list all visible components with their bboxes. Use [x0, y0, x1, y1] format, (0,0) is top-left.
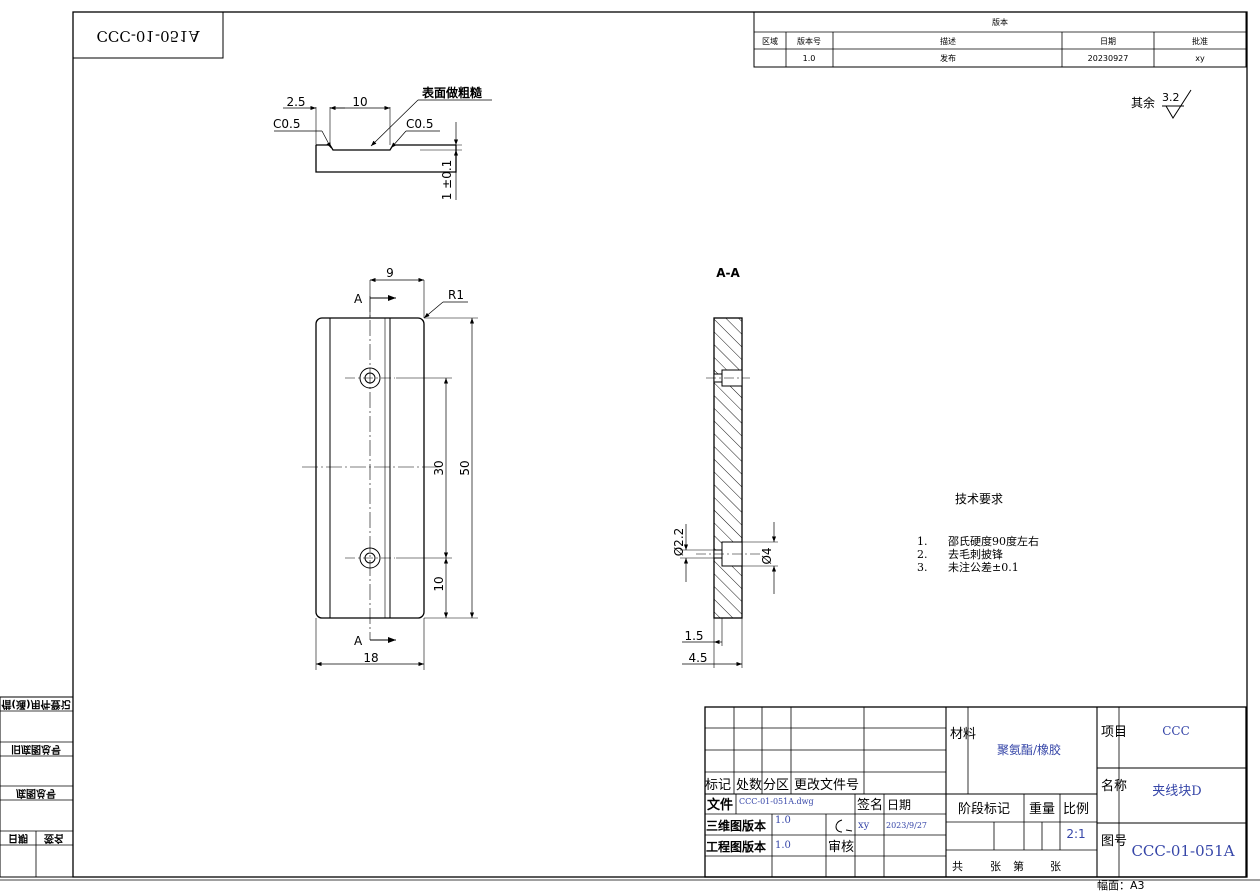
- sheet-label: 第: [1013, 859, 1024, 873]
- left-strip-labels: 借(通)用件登记 旧底图总号 底图总号 日期 签名: [0, 698, 70, 845]
- sheet-label: 张: [1050, 860, 1061, 873]
- drawing-border: [72, 11, 1248, 878]
- revision-header: 版本号: [797, 36, 821, 46]
- dim-label: 4.5: [688, 651, 707, 665]
- row-header: 处数: [736, 778, 762, 793]
- tech-item-num: 2.: [917, 548, 928, 561]
- date-label: 日期: [887, 798, 911, 812]
- drawing-version: 1.0: [775, 840, 791, 851]
- chamfer-label: C0.5: [406, 117, 433, 131]
- strip-label: 旧底图总号: [11, 743, 61, 756]
- strip-label: 签名: [43, 832, 64, 845]
- section-marker: A: [354, 634, 363, 648]
- title-block-text: 标记 处数 分区 更改文件号 文件 CCC-01-051A.dwg 签名 日期 …: [705, 724, 1235, 873]
- tech-title: 技术要求: [955, 492, 1003, 506]
- model-version-label: 三维图版本: [706, 818, 766, 833]
- row-header: 分区: [763, 778, 789, 793]
- scale-value: 2:1: [1066, 827, 1085, 841]
- mirrored-drawing-number: CCC-01-051A: [96, 27, 199, 45]
- revision-cell: xy: [1195, 54, 1205, 63]
- revision-header: 描述: [940, 36, 956, 46]
- revision-header: 区域: [762, 36, 778, 46]
- tech-item-num: 3.: [917, 561, 928, 574]
- dim-label: 9: [386, 266, 394, 280]
- tech-item-text: 去毛刺披锋: [948, 547, 1003, 561]
- name-label: 名称: [1101, 778, 1127, 794]
- radius-label: R1: [448, 288, 464, 302]
- surface-note: 表面做粗糙: [421, 85, 482, 100]
- dim-label: 10: [352, 95, 367, 109]
- project-label: 项目: [1101, 725, 1127, 740]
- top-view-labels: 2.5 10 表面做粗糙 C0.5 C0.5 1 ±0.1: [273, 85, 482, 200]
- section-title: A-A: [716, 266, 740, 280]
- mirrored-number-box: CCC-01-051A: [72, 11, 224, 59]
- front-view-labels: 9 R1 A A 30 50 10 18: [354, 266, 472, 665]
- section-marker: A: [354, 292, 363, 306]
- revision-table: 版本 区域 版本号 描述 日期 批准 1.0 发布 20230927 xy: [753, 11, 1247, 68]
- title-block: [704, 706, 1247, 878]
- part-name: 夹线块D: [1152, 784, 1201, 799]
- sheet-label: 张: [990, 860, 1001, 873]
- chamfer-label: C0.5: [273, 117, 300, 131]
- revision-header: 批准: [1192, 36, 1208, 46]
- tech-item-text: 邵氏硬度90度左右: [948, 534, 1039, 548]
- dim-label: 10: [432, 576, 446, 591]
- dim-label: Ø2.2: [672, 528, 686, 557]
- file-label: 文件: [707, 797, 733, 813]
- revision-cell: 20230927: [1088, 54, 1129, 63]
- strip-label: 底图总号: [16, 787, 56, 800]
- tech-item-text: 未注公差±0.1: [948, 560, 1019, 574]
- revision-cell: 发布: [940, 53, 956, 63]
- roughness-label: 其余: [1131, 95, 1155, 110]
- stage-label: 阶段标记: [958, 802, 1010, 817]
- strip-label: 日期: [8, 832, 28, 845]
- drawing-version-label: 工程图版本: [706, 839, 766, 854]
- designer: xy: [858, 820, 870, 831]
- drawing-no-label: 图号: [1101, 834, 1127, 849]
- project-value: CCC: [1162, 724, 1190, 738]
- dim-label: 18: [363, 651, 378, 665]
- dim-label: 30: [432, 460, 446, 475]
- top-view: [274, 99, 492, 200]
- front-view: [302, 277, 478, 670]
- row-header: 更改文件号: [794, 778, 859, 793]
- sheet-format: 幅面：A3: [1097, 879, 1145, 891]
- roughness-value: 3.2: [1162, 91, 1180, 104]
- section-view: [680, 317, 778, 668]
- strip-label: 借(通)用件登记: [0, 698, 70, 711]
- weight-label: 重量: [1029, 801, 1055, 817]
- dim-label: 50: [458, 460, 472, 475]
- tech-requirements: 技术要求 1. 邵氏硬度90度左右 2. 去毛刺披锋 3. 未注公差±0.1: [917, 492, 1039, 574]
- revision-cell: 1.0: [803, 54, 816, 63]
- file-name: CCC-01-051A.dwg: [739, 797, 814, 806]
- dim-label: 2.5: [286, 95, 305, 109]
- thickness-label: 1 ±0.1: [440, 160, 454, 201]
- tech-item-num: 1.: [917, 535, 928, 548]
- revision-title: 版本: [992, 17, 1008, 27]
- row-header: 标记: [705, 778, 731, 793]
- dim-label: Ø4: [760, 547, 774, 564]
- signature-mark: [835, 819, 853, 833]
- drawing-number: CCC-01-051A: [1131, 842, 1234, 860]
- model-version: 1.0: [775, 815, 791, 826]
- section-view-labels: A-A Ø2.2 Ø4 1.5 4.5: [672, 266, 774, 665]
- sheet-label: 共: [952, 860, 963, 873]
- material-value: 聚氨酯/橡胶: [997, 742, 1061, 757]
- design-date: 2023/9/27: [886, 821, 927, 830]
- review-label: 审核: [828, 840, 854, 855]
- sign-label: 签名: [857, 797, 883, 813]
- roughness-symbol: 其余 3.2: [1131, 89, 1192, 119]
- scale-label: 比例: [1063, 802, 1089, 817]
- revision-header: 日期: [1100, 37, 1116, 46]
- dim-label: 1.5: [684, 629, 703, 643]
- left-strip: [0, 696, 74, 878]
- material-label: 材料: [950, 727, 976, 742]
